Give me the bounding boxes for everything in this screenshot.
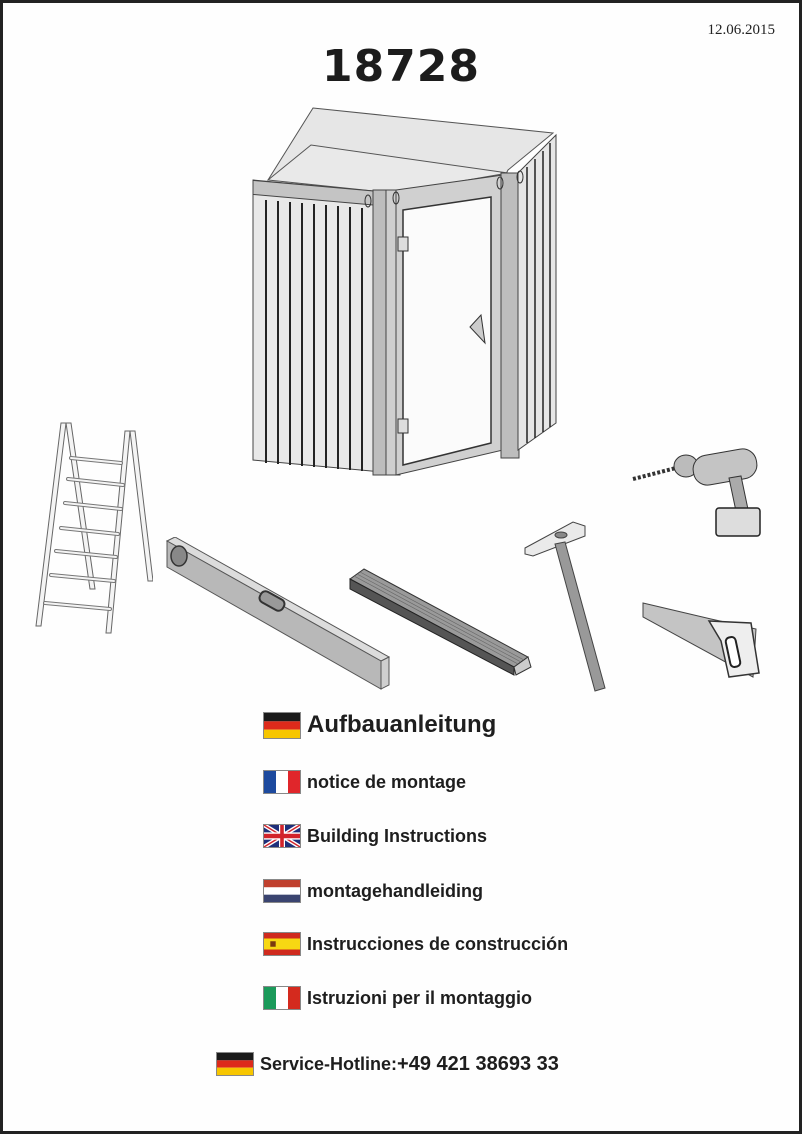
hand-saw-illustration — [642, 602, 760, 678]
folding-ruler-illustration — [349, 568, 532, 676]
de-flag-icon — [216, 1052, 254, 1076]
de-flag-icon — [263, 711, 301, 739]
shed-illustration — [252, 107, 557, 476]
uk-flag-icon — [263, 824, 301, 848]
service-hotline: Service-Hotline: +49 421 38693 33 — [216, 1052, 559, 1076]
lang-label-de: Aufbauanleitung — [307, 711, 497, 738]
lang-label-nl: montagehandleiding — [307, 880, 484, 901]
hotline-number: +49 421 38693 33 — [397, 1052, 559, 1075]
lang-row-it: Istruzioni per il montaggio — [263, 986, 532, 1010]
es-flag-icon — [263, 932, 301, 956]
ladder-illustration — [35, 422, 153, 634]
lang-row-uk: Building Instructions — [263, 824, 487, 848]
fr-flag-icon — [263, 770, 301, 794]
lang-row-fr: notice de montage — [263, 770, 466, 794]
lang-row-de: Aufbauanleitung — [263, 711, 496, 739]
document-date: 12.06.2015 — [707, 22, 776, 38]
nl-flag-icon — [263, 879, 301, 903]
cordless-drill-illustration — [632, 448, 761, 537]
article-number: 18728 — [321, 41, 481, 92]
lang-label-fr: notice de montage — [307, 771, 467, 792]
hammer-illustration — [524, 521, 606, 692]
it-flag-icon — [263, 986, 301, 1010]
hotline-label: Service-Hotline: — [260, 1053, 398, 1074]
lang-row-es: Instrucciones de construcción — [263, 932, 568, 956]
lang-label-es: Instrucciones de construcción — [307, 933, 569, 954]
lang-label-uk: Building Instructions — [307, 825, 487, 846]
lang-label-it: Istruzioni per il montaggio — [307, 987, 532, 1008]
spirit-level-illustration — [165, 537, 391, 690]
lang-row-nl: montagehandleiding — [263, 879, 483, 903]
